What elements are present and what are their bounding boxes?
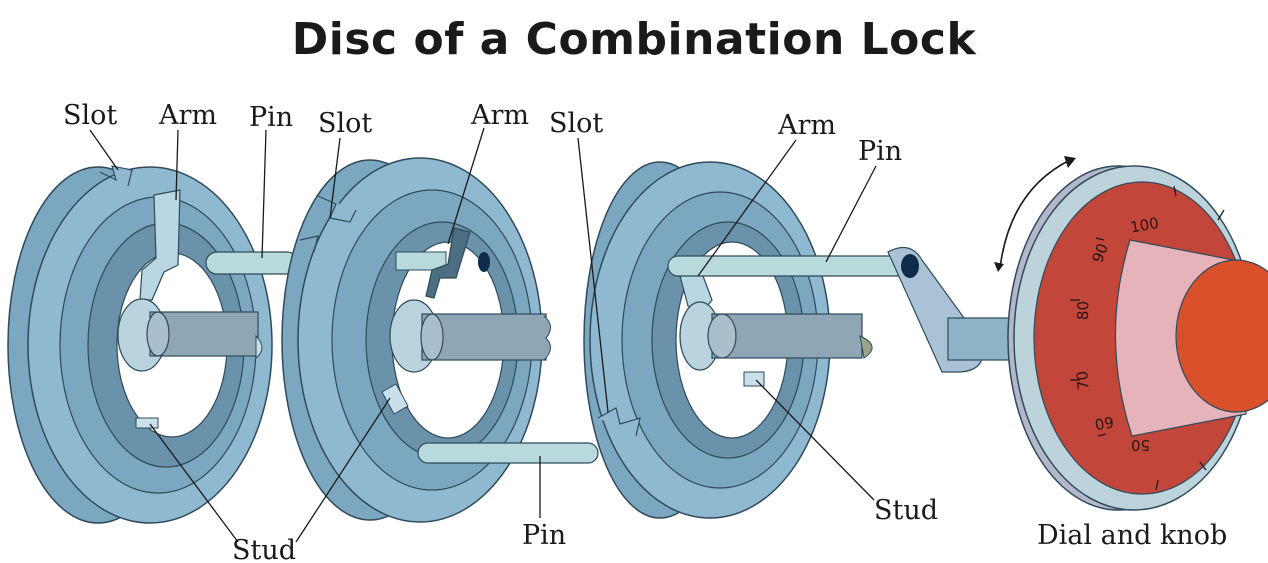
label-stud-1: Stud: [232, 535, 296, 563]
label-pin-3: Pin: [858, 136, 902, 167]
dial-number-80: 80: [1074, 301, 1093, 321]
dial-number-70: 70: [1073, 370, 1093, 391]
stud-1: [135, 417, 159, 429]
label-dial-and-knob: Dial and knob: [1037, 520, 1227, 551]
arm-2: [425, 227, 471, 299]
dial-number-60: 60: [1093, 412, 1115, 433]
label-arm-2: Arm: [470, 100, 529, 131]
stud-3: [743, 371, 765, 387]
disc-3: [583, 161, 873, 519]
rotation-arrow-icon: [994, 156, 1076, 272]
disc-1: [7, 165, 273, 524]
label-pin-2: Pin: [522, 520, 566, 551]
dial: 100 90 80 70 60 50: [1007, 165, 1268, 511]
dial-number-50: 50: [1131, 436, 1150, 454]
label-slot-1: Slot: [63, 100, 117, 131]
dial-number-90: 90: [1088, 241, 1111, 265]
diagram-title: Disc of a Combination Lock: [291, 14, 977, 65]
disc-2: [281, 157, 551, 523]
shaft-3: [711, 313, 863, 359]
label-slot-3: Slot: [549, 108, 603, 139]
pin-2: [417, 442, 599, 464]
label-stud-3: Stud: [874, 495, 938, 526]
dial-number-100: 100: [1129, 214, 1160, 237]
label-slot-2: Slot: [318, 108, 372, 139]
pin-1: [205, 251, 299, 275]
arm-1: [139, 189, 181, 301]
stud-2: [381, 383, 409, 415]
label-arm-3: Arm: [777, 110, 836, 141]
label-arm-1: Arm: [158, 100, 217, 131]
knob: [1175, 259, 1268, 413]
leader-lines: [89, 127, 877, 543]
label-pin-1: Pin: [249, 102, 293, 133]
